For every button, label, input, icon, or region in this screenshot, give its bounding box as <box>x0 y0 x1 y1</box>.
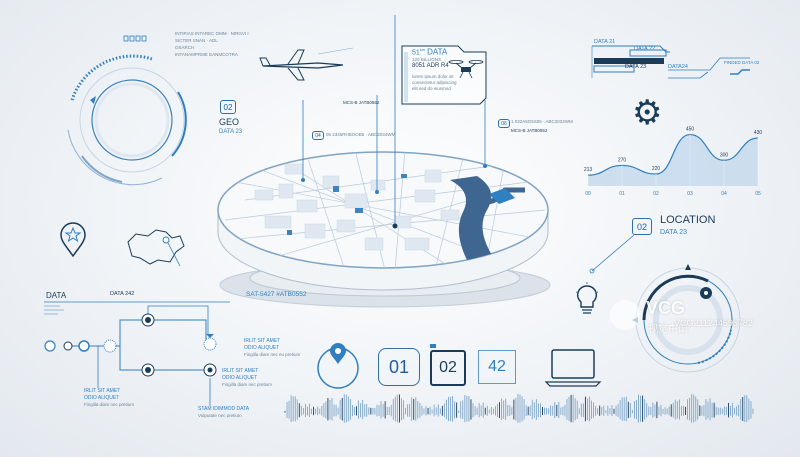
panel-code-unit: km <box>419 47 426 52</box>
counter-42: 42 <box>478 350 516 384</box>
info-line: INTANAMPRME EANMCOTRA <box>175 52 238 57</box>
area-tick-label: 04 <box>721 191 727 197</box>
watermark-site: 视觉中国 <box>648 324 688 335</box>
quadcopter-icon <box>448 60 484 79</box>
area-value-label: 213 <box>584 167 593 173</box>
counter-02: 02 <box>430 350 466 386</box>
gear-icon: ⚙ <box>632 93 663 133</box>
panel-frame <box>401 45 487 105</box>
location-title: LOCATION <box>660 214 716 226</box>
location-connector <box>589 234 635 274</box>
data-bar-label: DATA 21 <box>594 39 616 45</box>
area-chart: 213 00 270 01 220 02 450 03 300 04 430 05 <box>584 127 763 197</box>
top-left-text-block: INTIPIAS INTAREC OMM · NIRGVI I SICTER S… <box>175 30 249 58</box>
laptop-icon <box>544 349 602 387</box>
map-pin-star-icon <box>60 222 86 258</box>
geo-title: GEO <box>219 117 240 127</box>
gauge-blocks <box>123 35 147 42</box>
flow-label4b: Vulputate nec pretium <box>198 413 242 418</box>
map-platform <box>217 15 551 308</box>
panel-code: 51 <box>412 49 420 57</box>
data-bar-label: DATA 23 <box>625 64 647 70</box>
flow-label2b: ODIO ALIQUET <box>222 375 258 381</box>
area-fill <box>588 134 758 186</box>
flow-title-right: DATA 242 <box>110 291 135 297</box>
flow-label3c: Fingilla diam nec pretium <box>84 402 135 407</box>
flow-label4: STAM IDIMMOD DATA <box>198 406 250 412</box>
area-tick-label: 03 <box>687 191 693 197</box>
map-tag-left: MCS-B JATB0552 <box>343 100 380 105</box>
location-badge: 02 <box>632 218 652 235</box>
data-bars-graphic <box>591 45 750 79</box>
flow-label3a: IRLIT SIT AMET <box>84 388 121 394</box>
country-map-icon <box>127 229 185 267</box>
flow-label2c: Fingilla diam nec pretium <box>222 382 273 387</box>
data-bars-side-label: FINDED DATA 02 <box>724 60 760 65</box>
flow-label3b: ODIO ALIQUET <box>84 395 120 401</box>
map-bottom-label: SAT-5427 #ATB0552 <box>246 291 307 298</box>
flow-title: DATA <box>46 291 67 300</box>
info-line: INTIPIAS INTAREC OMM · NIRGVI I <box>175 31 249 36</box>
area-tick-label: 02 <box>653 191 659 197</box>
flow-label1c: Fingilla diam nec eu pretium <box>244 352 301 357</box>
map-tag-right: MCS-B JATB0552 <box>511 128 548 133</box>
panel-line1: 120 BILLIONS <box>412 57 442 62</box>
drone-plane-icon <box>259 47 354 81</box>
map-pins <box>301 15 487 229</box>
location-pin-circle <box>317 343 359 389</box>
watermark-id: VCG211244595782 <box>674 318 753 328</box>
flow-diagram <box>44 301 230 406</box>
area-tick-label: 00 <box>585 191 591 197</box>
data-bar-label: DATA24 <box>668 64 688 70</box>
info-line: OSARCH <box>175 45 195 50</box>
area-value-label: 270 <box>618 157 627 163</box>
watermark: VCG 视觉中国 VCG211244595782 <box>610 296 790 346</box>
flow-label1b: ODIO ALIQUET <box>244 345 280 351</box>
panel-note3: elit sed do eiusmod <box>412 86 451 91</box>
panel-title: DATA <box>427 47 448 57</box>
location-sub: DATA 23 <box>660 229 687 236</box>
info-line: SICTER SNAN · ADL <box>175 38 218 43</box>
area-value-label: 430 <box>754 130 763 136</box>
area-value-label: 220 <box>652 166 661 172</box>
flow-label1a: IRLIT SIT AMET <box>244 338 281 344</box>
radial-gauge <box>67 35 187 186</box>
area-line <box>587 133 759 176</box>
watermark-logo: VCG <box>646 298 686 318</box>
area-tick-label: 05 <box>755 191 761 197</box>
flow-label2a: IRLIT SIT AMET <box>222 368 259 374</box>
area-value-label: 300 <box>720 152 729 158</box>
panel-line2: 8051 ADR R4 <box>412 63 449 69</box>
map-tag-04-badge: 04 <box>312 131 324 140</box>
audio-waveform <box>284 393 754 423</box>
map-tag-06-badge: 06 <box>498 119 510 128</box>
map-tag-06-text: 1 032A5G5S05 · ABC2034WM <box>511 119 573 124</box>
counter-01: 01 <box>378 348 420 386</box>
light-bulb-icon <box>575 282 599 314</box>
panel-note1: lorem ipsum dolor sit <box>412 74 454 79</box>
geo-sub: DATA 23 <box>219 129 243 135</box>
map-disc <box>217 151 549 269</box>
area-tick-label: 01 <box>619 191 625 197</box>
target-dial <box>632 264 741 373</box>
drone-data-panel: 51km DATA 120 BILLIONS 8051 ADR R4 lorem… <box>398 44 488 105</box>
geo-badge: 02 <box>220 100 236 114</box>
watermark-logo-icon <box>610 300 640 330</box>
river <box>450 176 495 260</box>
map-tag-04-text: 05 2345RHBOOB5 · ABC2034WM <box>326 132 396 137</box>
panel-note2: consectetur adipiscing <box>412 80 457 85</box>
data-bar-label: DATA 22 <box>634 46 656 52</box>
corner-mark-icon <box>430 344 436 348</box>
area-value-label: 450 <box>686 127 695 133</box>
